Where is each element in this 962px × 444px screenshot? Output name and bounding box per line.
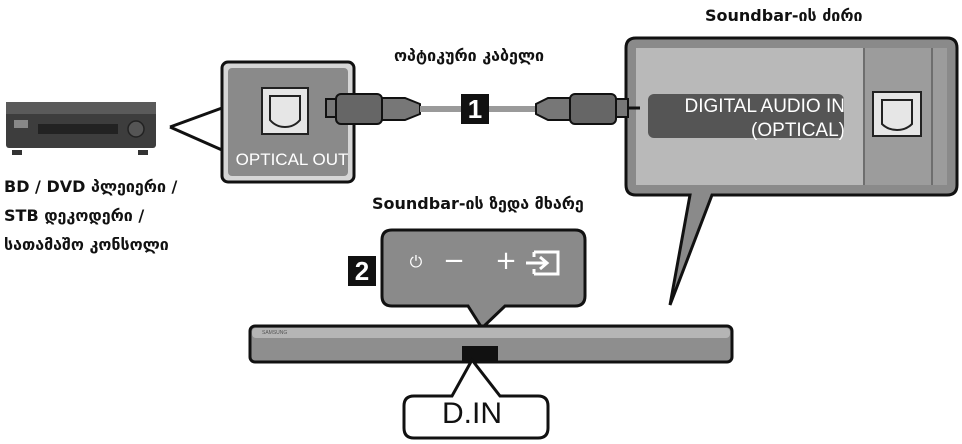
player-label-line3: სათამაშო კონსოლი: [4, 235, 169, 254]
player-device-label: BD / DVD პლეიერი / STB დეკოდერი / სათამა…: [4, 172, 177, 259]
digital-audio-in-line1: DIGITAL AUDIO IN: [684, 96, 845, 117]
top-controls-callout: [380, 228, 587, 331]
digital-audio-in-label: DIGITAL AUDIO IN (OPTICAL): [645, 95, 845, 143]
din-callout-label: D.IN: [442, 397, 502, 430]
power-icon: ⏻: [409, 252, 423, 271]
back-panel-callout: [624, 36, 959, 306]
optical-cable-label: ოპტიკური კაბელი: [394, 46, 545, 65]
player-label-line2: STB დეკოდერი /: [4, 206, 145, 225]
digital-audio-in-line2: (OPTICAL): [751, 120, 845, 141]
soundbar-device: [248, 324, 734, 364]
volume-down-icon: −: [443, 246, 465, 276]
optical-out-port-label: OPTICAL OUT: [235, 150, 349, 169]
din-callout: [402, 357, 550, 440]
volume-up-icon: +: [495, 246, 517, 276]
step-2-badge: 2: [348, 256, 376, 286]
player-label-line1: BD / DVD პლეიერი /: [4, 177, 178, 196]
step-1-badge: 1: [461, 94, 489, 124]
player-panel-callout: [169, 60, 356, 184]
brand-logo: SAMSUNG: [262, 330, 288, 336]
input-source-icon: [524, 248, 562, 278]
player-device: [6, 102, 156, 155]
soundbar-back-label: Soundbar-ის ძირი: [705, 6, 863, 25]
soundbar-top-label: Soundbar-ის ზედა მხარე: [372, 194, 584, 213]
